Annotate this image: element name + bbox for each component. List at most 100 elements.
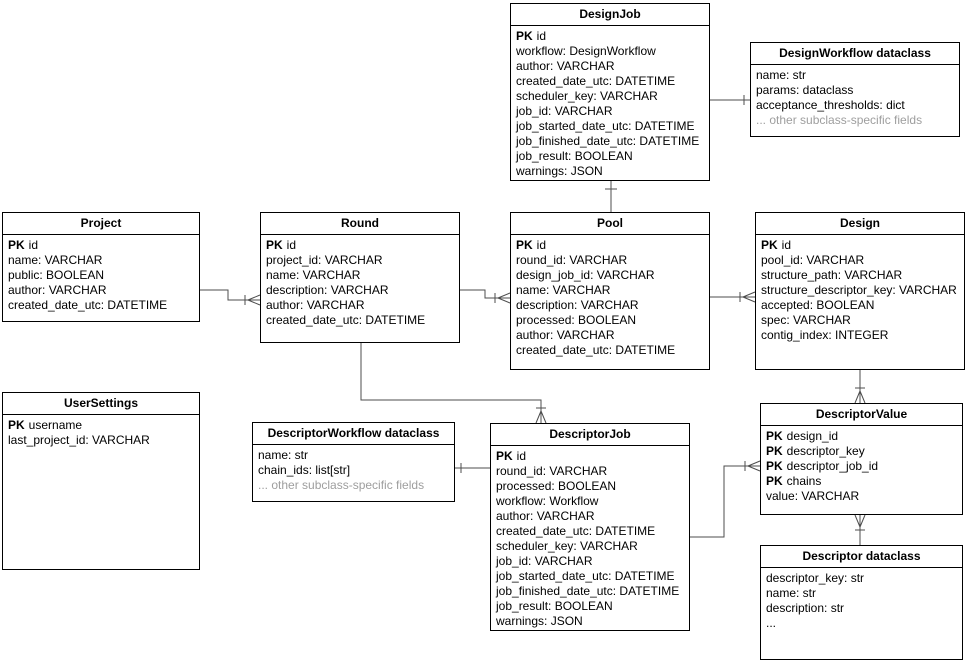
field-label: job_result: BOOLEAN — [496, 599, 613, 613]
field-row: name: str — [756, 68, 956, 83]
field-row: scheduler_key: VARCHAR — [516, 89, 706, 104]
field-label: ... — [766, 616, 777, 630]
field-label: round_id: VARCHAR — [496, 464, 608, 478]
field-label: created_date_utc: DATETIME — [266, 313, 426, 327]
primary-key-label: PK — [266, 238, 283, 252]
field-label: chains — [786, 474, 822, 488]
field-label: workflow: Workflow — [496, 494, 599, 508]
field-label: scheduler_key: VARCHAR — [516, 89, 658, 103]
field-row: created_date_utc: DATETIME — [496, 524, 686, 539]
field-label: name: VARCHAR — [516, 283, 611, 297]
entity-title-project: Project — [3, 213, 199, 235]
field-label: warnings: JSON — [496, 614, 583, 628]
field-label: pool_id: VARCHAR — [761, 253, 865, 267]
field-row: created_date_utc: DATETIME — [266, 313, 456, 328]
field-label: design_id — [786, 429, 839, 443]
field-label: acceptance_thresholds: dict — [756, 98, 905, 112]
field-row: job_result: BOOLEAN — [516, 149, 706, 164]
field-row: structure_path: VARCHAR — [761, 268, 961, 283]
field-label: job_started_date_utc: DATETIME — [496, 569, 675, 583]
field-label: job_result: BOOLEAN — [516, 149, 633, 163]
field-row: processed: BOOLEAN — [516, 313, 706, 328]
relationship-designjob-designworkflow[interactable] — [710, 95, 750, 105]
field-row: workflow: DesignWorkflow — [516, 44, 706, 59]
field-row: spec: VARCHAR — [761, 313, 961, 328]
field-label: id — [536, 238, 547, 252]
relationship-descriptorvalue-descriptor[interactable] — [854, 514, 866, 545]
entity-descriptor-dataclass[interactable]: Descriptor dataclass descriptor_key: str… — [760, 545, 963, 660]
field-row: author: VARCHAR — [516, 59, 706, 74]
field-row: last_project_id: VARCHAR — [8, 433, 196, 448]
relationship-pool-design[interactable] — [710, 291, 756, 303]
field-label: descriptor_job_id — [786, 459, 879, 473]
field-label: value: VARCHAR — [766, 489, 860, 503]
field-label: scheduler_key: VARCHAR — [496, 539, 638, 553]
relationship-round-pool[interactable] — [460, 289, 511, 304]
field-row: name: str — [766, 586, 959, 601]
field-row: public: BOOLEAN — [8, 268, 196, 283]
field-label: author: VARCHAR — [496, 509, 595, 523]
relationship-design-descriptorvalue[interactable] — [854, 370, 866, 404]
field-label: public: BOOLEAN — [8, 268, 105, 282]
field-label: design_job_id: VARCHAR — [516, 268, 655, 282]
field-label: created_date_utc: DATETIME — [496, 524, 656, 538]
field-label: structure_path: VARCHAR — [761, 268, 903, 282]
field-label: workflow: DesignWorkflow — [516, 44, 656, 58]
field-label: author: VARCHAR — [266, 298, 365, 312]
relationship-project-round[interactable] — [200, 289, 261, 306]
field-row: name: str — [258, 448, 451, 463]
field-row: name: VARCHAR — [8, 253, 196, 268]
field-row: description: VARCHAR — [266, 283, 456, 298]
field-label: job_id: VARCHAR — [496, 554, 593, 568]
relationship-round-descriptorjob[interactable] — [360, 343, 547, 424]
primary-key-label: PK — [766, 459, 783, 473]
field-label: id — [28, 238, 39, 252]
field-label: descriptor_key: str — [766, 571, 865, 585]
field-row: ... other subclass-specific fields — [756, 113, 956, 128]
field-label: id — [516, 449, 527, 463]
primary-key-label: PK — [8, 418, 25, 432]
field-row: author: VARCHAR — [516, 328, 706, 343]
field-row: created_date_utc: DATETIME — [516, 343, 706, 358]
field-row: job_result: BOOLEAN — [496, 599, 686, 614]
entity-title-designworkflow: DesignWorkflow dataclass — [751, 43, 959, 65]
field-label: description: VARCHAR — [266, 283, 389, 297]
field-label: author: VARCHAR — [8, 283, 107, 297]
field-row: value: VARCHAR — [766, 489, 959, 504]
field-label: ... other subclass-specific fields — [756, 113, 923, 127]
field-row: warnings: JSON — [496, 614, 686, 629]
field-label: id — [781, 238, 792, 252]
primary-key-label: PK — [496, 449, 513, 463]
field-row: author: VARCHAR — [8, 283, 196, 298]
field-label: name: str — [766, 586, 817, 600]
primary-key-label: PK — [516, 29, 533, 43]
field-row: name: VARCHAR — [516, 283, 706, 298]
field-label: spec: VARCHAR — [761, 313, 851, 327]
relationship-descriptorworkflow-descriptorjob[interactable] — [455, 463, 490, 473]
field-label: last_project_id: VARCHAR — [8, 433, 150, 447]
entity-title-descriptorworkflow: DescriptorWorkflow dataclass — [253, 423, 454, 445]
primary-key-label: PK — [8, 238, 25, 252]
relationship-descriptorjob-descriptorvalue[interactable] — [690, 460, 761, 538]
field-label: ... other subclass-specific fields — [258, 478, 425, 492]
field-row: created_date_utc: DATETIME — [8, 298, 196, 313]
relationship-designjob-pool[interactable] — [605, 181, 617, 212]
entity-title-designjob: DesignJob — [511, 4, 709, 26]
field-row: processed: BOOLEAN — [496, 479, 686, 494]
